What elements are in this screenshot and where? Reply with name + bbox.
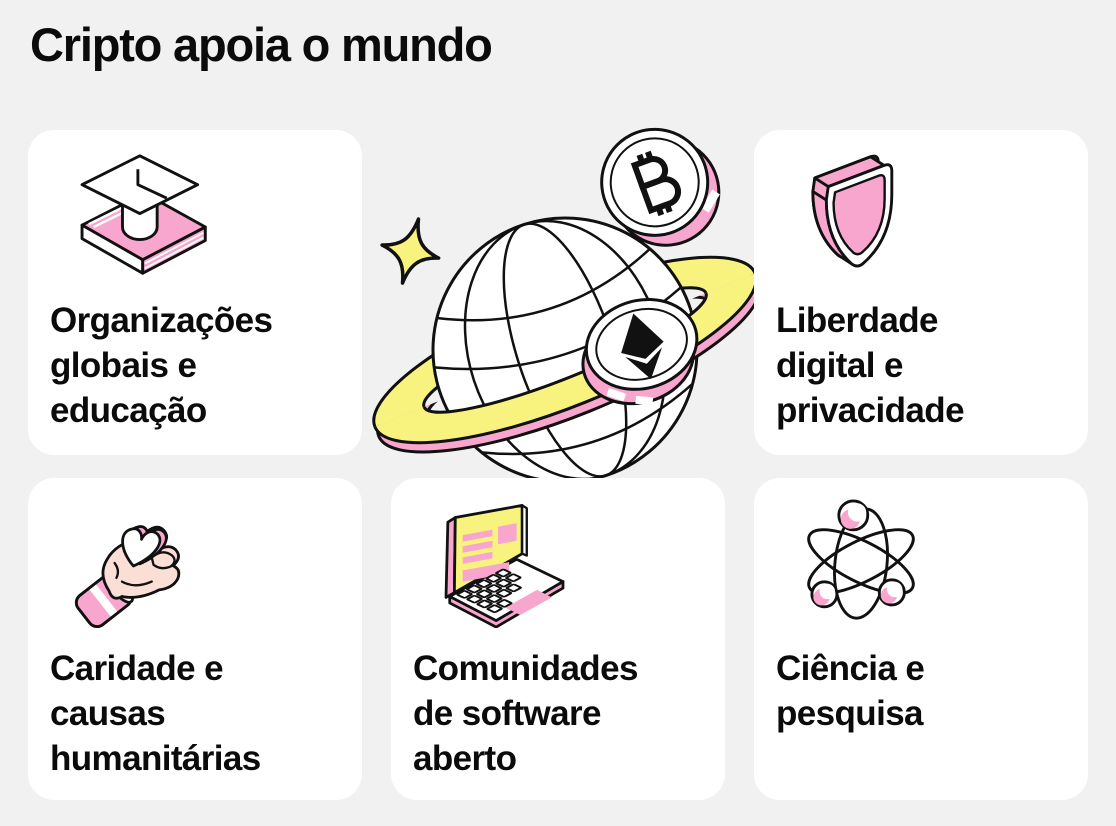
shield-icon <box>811 154 894 268</box>
laptop-icon <box>444 504 565 628</box>
card-charity-humanitarian: Caridade e causas humanitárias <box>28 478 362 800</box>
atom-icon <box>807 499 915 620</box>
card-label: Comunidades de software aberto <box>413 649 638 779</box>
card-label: Ciência e pesquisa <box>776 649 925 734</box>
bitcoin-coin-icon <box>600 127 721 247</box>
hand-heart-icon <box>74 525 181 628</box>
graduation-book-icon <box>80 154 207 275</box>
page-title: Cripto apoia o mundo <box>30 18 493 71</box>
card-label: Caridade e causas humanitárias <box>50 649 261 779</box>
card-label: Liberdade digital e privacidade <box>776 301 965 431</box>
card-science-research: Ciência e pesquisa <box>754 478 1088 800</box>
globe-ring-coins-illustration <box>372 127 762 484</box>
card-open-source-communities: Comunidades de software aberto <box>391 478 725 800</box>
sparkle-icon <box>380 217 441 285</box>
card-label: Organizações globais e educação <box>50 301 273 431</box>
ethereum-coin-icon <box>581 297 699 406</box>
card-digital-freedom-privacy: Liberdade digital e privacidade <box>754 130 1088 455</box>
card-global-orgs-education: Organizações globais e educação <box>28 130 362 455</box>
